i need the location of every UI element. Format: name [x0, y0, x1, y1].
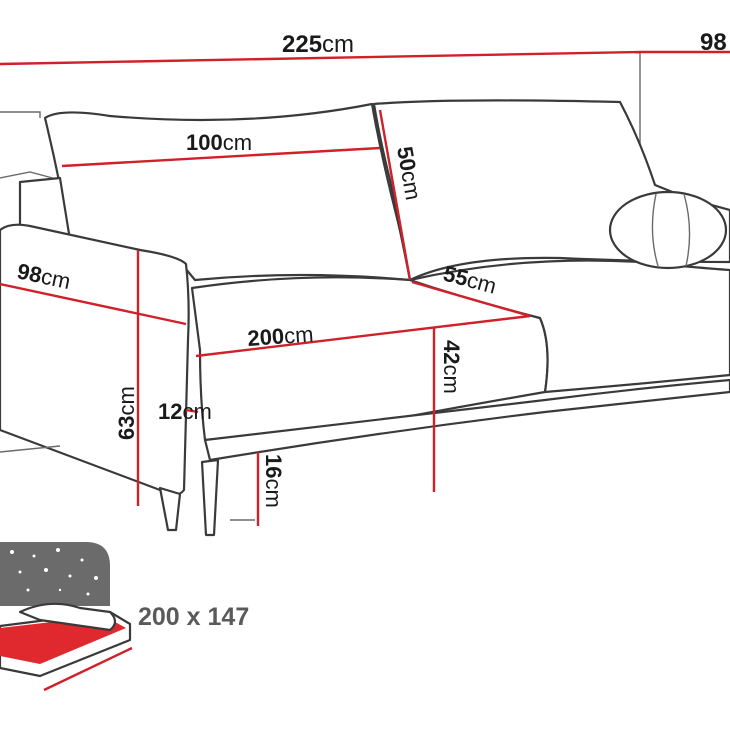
total-width-label: 225cm [282, 31, 354, 58]
total-depth-label: 98 [700, 29, 727, 56]
sleep-function-icon [0, 542, 133, 692]
armrest-width-label: 12cm [158, 399, 212, 424]
dimension-labels: 225cm 98 100cm 50cm 98cm 55cm 200cm 42cm… [15, 29, 727, 508]
pillow-width-label: 100cm [186, 130, 252, 155]
seat-depth-line [411, 280, 531, 318]
sleeping-area-label: 200 x 147 [138, 603, 249, 631]
stars [10, 548, 98, 596]
night-sky-icon [0, 542, 110, 606]
total-height-label: 63cm [114, 386, 139, 440]
seat-height-label: 42cm [439, 340, 464, 394]
total-width-line [0, 50, 641, 66]
sofa-base [203, 378, 730, 462]
side-depth-line [0, 282, 187, 326]
side-depth-label: 98cm [15, 258, 73, 294]
armrest-width-line [185, 408, 199, 414]
pillow-height-line [378, 109, 412, 281]
bed-icon [0, 602, 133, 692]
sofa-drawing [0, 52, 730, 537]
seat-width-label: 200cm [247, 321, 315, 351]
pillow-width-line [61, 146, 381, 168]
seat-width-line [195, 314, 531, 358]
seat-depth-label: 55cm [441, 261, 499, 299]
front-left-leg [158, 486, 182, 532]
measure-lines [0, 50, 730, 526]
round-cushion-icon [608, 190, 728, 270]
left-armrest [0, 223, 190, 497]
pillow-height-label: 50cm [392, 145, 426, 202]
leg-height-label: 16cm [261, 454, 286, 508]
front-right-leg [200, 458, 220, 537]
